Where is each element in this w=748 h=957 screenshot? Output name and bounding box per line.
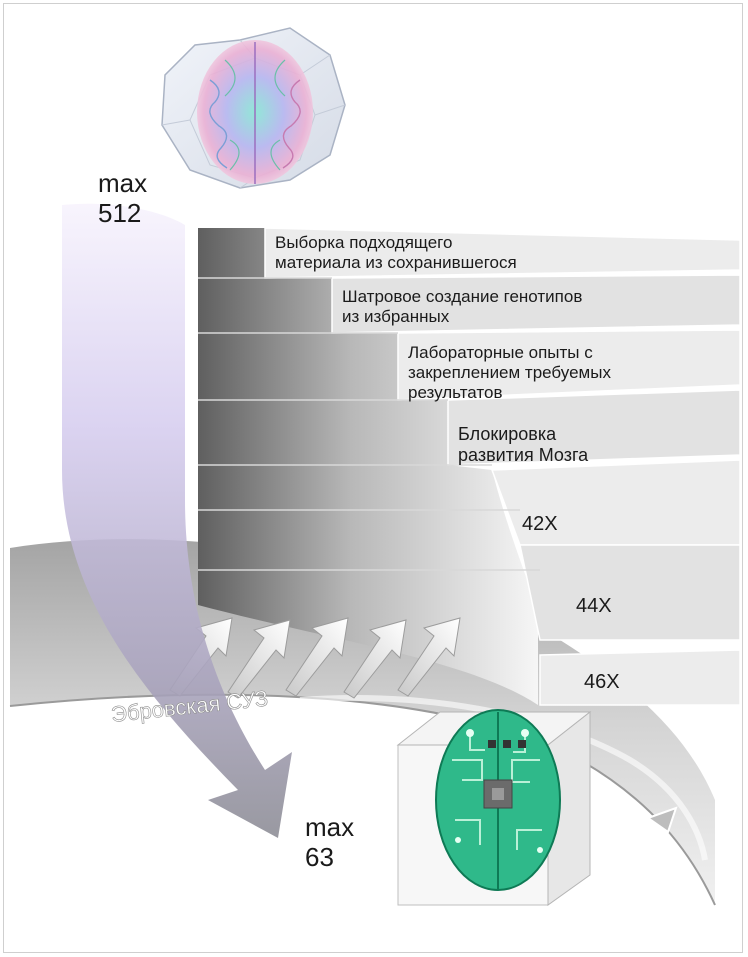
step-3-line1: Лабораторные опыты с [408,343,593,362]
step-band-7 [539,649,741,706]
up-arrow-3 [285,617,349,697]
step-1-line2: материала из сохранившегося [275,253,517,272]
step-3-line2: закреплением требуемых [408,363,611,382]
max-512-label-line1: max [98,168,147,198]
step-band-4 [447,389,741,466]
floor-return-arrowhead [645,806,678,834]
top-brain-icon [161,27,346,189]
max-512-label: max 512 [98,168,147,228]
step-3-line3: результатов [408,383,502,402]
step-band-2 [331,274,741,334]
max-512-label-line2: 512 [98,198,141,228]
max-63-label-line2: 63 [305,842,334,872]
up-arrow-4 [343,619,407,699]
step-5-line1: 42X [522,513,558,535]
bottom-chip-brain-icon [396,709,592,906]
page-border [3,3,743,953]
max-63-label-line1: max [305,812,354,842]
step-band-1 [264,227,741,279]
step-4-line2: развития Мозга [458,445,589,465]
step-band-6 [519,544,741,641]
up-arrow-2 [227,619,291,699]
step-6-line1: 44X [576,595,612,617]
step-4-line1: Блокировка [458,424,557,444]
staircase-body [198,228,538,705]
step-2-line1: Шатровое создание генотипов [342,287,582,306]
up-arrow-5 [397,617,461,697]
floor-inner-curve [299,695,708,861]
step-band-3 [397,329,741,401]
descending-curved-arrow [62,203,292,839]
step-7-line1: 46X [584,671,620,693]
step-1-line1: Выборка подходящего [275,233,452,252]
max-63-label: max 63 [305,812,354,872]
step-2-line2: из избранных [342,307,450,326]
